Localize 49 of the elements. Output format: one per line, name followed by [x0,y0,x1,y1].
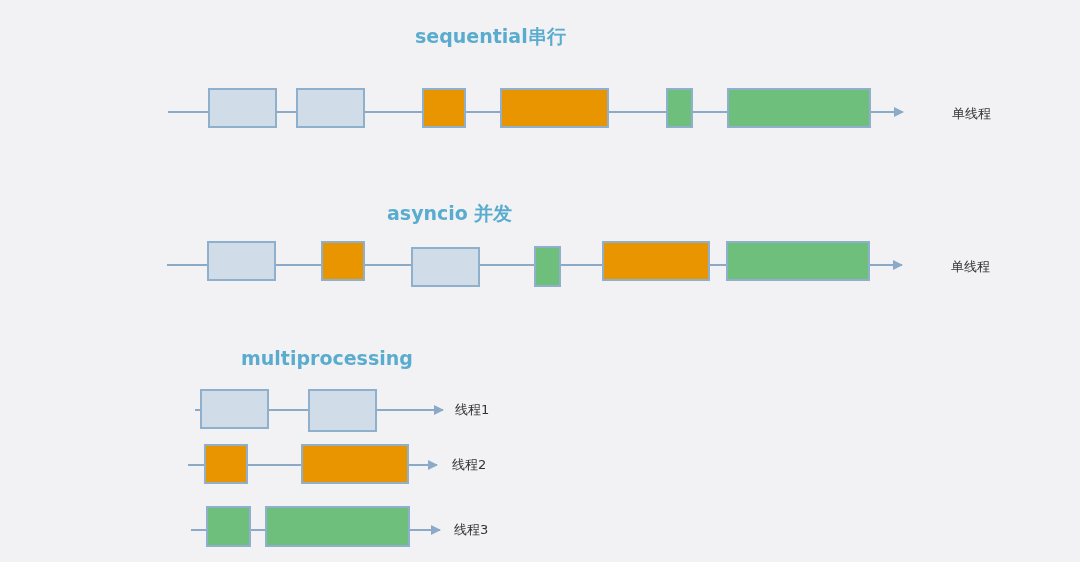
task-block [321,241,365,281]
section-title: asyncio 并发 [387,201,513,226]
timeline-line [268,409,309,411]
task-block [500,88,609,128]
task-block [666,88,693,128]
task-block [208,88,277,128]
task-block [204,444,248,484]
task-block [200,389,269,429]
timeline-line [166,264,208,266]
thread-label: 单线程 [951,258,990,276]
timeline-line [692,111,728,113]
timeline-arrow [408,460,438,470]
task-block [301,444,409,484]
thread-label: 线程3 [440,520,489,540]
task-block [602,241,710,281]
timeline-line [364,264,412,266]
task-block [411,247,480,287]
timeline-line [276,111,297,113]
task-block [308,389,377,432]
timeline-line [479,264,535,266]
timeline-line [560,264,603,266]
section-title: sequential串行 [415,24,566,49]
task-block [296,88,365,128]
task-block [534,246,561,287]
timeline-line [190,529,207,531]
thread-label: 线程2 [437,455,487,475]
task-block [207,241,276,281]
thread-label: 单线程 [952,105,991,123]
timeline-line [465,111,501,113]
task-block [726,241,870,281]
thread-label: 线程1 [443,400,490,420]
timeline-arrow [869,260,903,270]
task-block [265,506,410,547]
task-block [727,88,871,128]
timeline-line [364,111,423,113]
timeline-arrow [409,525,441,535]
timeline-line [275,264,322,266]
timeline-line [250,529,266,531]
timeline-arrow [376,405,444,415]
task-block [206,506,251,547]
timeline-line [194,409,201,411]
timeline-line [709,264,727,266]
timeline-line [247,464,302,466]
timeline-line [187,464,205,466]
section-title: multiprocessing [241,347,413,369]
task-block [422,88,466,128]
timeline-arrow [870,107,904,117]
timeline-line [608,111,667,113]
timeline-line [167,111,209,113]
